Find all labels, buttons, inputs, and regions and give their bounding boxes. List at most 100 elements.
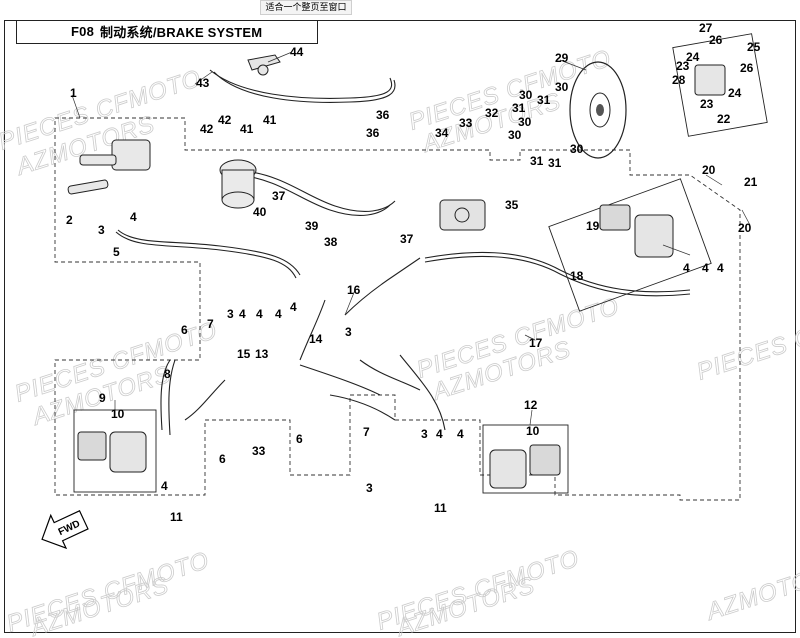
callout-label: 40 bbox=[253, 205, 267, 219]
callout-label: 6 bbox=[296, 432, 303, 446]
callout-label: 42 bbox=[200, 122, 214, 136]
rear-hub-assembly bbox=[672, 33, 768, 137]
watermark-text: PIECES CFMOTO bbox=[694, 295, 800, 386]
callout-label: 4 bbox=[256, 307, 263, 321]
callout-label: 23 bbox=[676, 59, 690, 73]
callout-label: 3 bbox=[98, 223, 105, 237]
callout-label: 7 bbox=[363, 425, 370, 439]
callout-label: 36 bbox=[366, 126, 380, 140]
callout-label: 33 bbox=[459, 116, 473, 130]
callout-label: 11 bbox=[170, 510, 183, 524]
watermark-text: AZMOTORS bbox=[702, 556, 800, 627]
callout-label: 42 bbox=[218, 113, 232, 127]
callout-label: 9 bbox=[99, 391, 106, 405]
callout-label: 11 bbox=[434, 501, 447, 515]
page-title: F08 制动系统/BRAKE SYSTEM bbox=[16, 20, 318, 44]
callout-label: 35 bbox=[505, 198, 519, 212]
callout-label: 36 bbox=[376, 108, 390, 122]
front-master-cylinder bbox=[67, 139, 151, 195]
callout-label: 4 bbox=[239, 307, 246, 321]
callout-label: 1 bbox=[70, 86, 77, 100]
handlebar-cable bbox=[213, 71, 396, 103]
callout-label: 26 bbox=[709, 33, 723, 47]
brake-pipe bbox=[184, 379, 226, 421]
callout-label: 24 bbox=[686, 50, 700, 64]
callout-label: 31 bbox=[537, 93, 551, 107]
front-right-caliper bbox=[482, 424, 569, 494]
callout-label: 8 bbox=[164, 367, 171, 381]
callout-label: 31 bbox=[548, 156, 562, 170]
callout-label: 6 bbox=[181, 323, 188, 337]
callout-label: 30 bbox=[508, 128, 522, 142]
callout-label: 4 bbox=[457, 427, 464, 441]
callout-label: 4 bbox=[275, 307, 282, 321]
callout-label: 31 bbox=[512, 101, 526, 115]
callout-label: 21 bbox=[744, 175, 758, 189]
rear-brake-hose bbox=[424, 255, 691, 297]
callout-label: 23 bbox=[700, 97, 714, 111]
callout-label: 17 bbox=[529, 336, 543, 350]
callout-label: 4 bbox=[683, 261, 690, 275]
rear-caliper-assembly bbox=[548, 178, 712, 312]
callout-label: 20 bbox=[702, 163, 716, 177]
callout-label: 10 bbox=[111, 407, 125, 421]
rear-brake-disc bbox=[569, 61, 627, 159]
callout-label: 37 bbox=[272, 189, 286, 203]
callout-label: 43 bbox=[196, 76, 210, 90]
callout-label: 4 bbox=[161, 479, 168, 493]
callout-label: 30 bbox=[519, 88, 533, 102]
rear-brake-hose bbox=[424, 251, 691, 293]
section-code: F08 bbox=[71, 24, 95, 39]
brake-lever bbox=[247, 54, 281, 76]
callout-label: 29 bbox=[555, 51, 569, 65]
callout-label: 28 bbox=[672, 73, 686, 87]
callout-label: 16 bbox=[347, 283, 361, 297]
brake-pipe bbox=[399, 354, 446, 431]
fit-page-to-window-button[interactable]: 适合一个整页至窗口 bbox=[260, 0, 352, 15]
callout-label: 4 bbox=[290, 300, 297, 314]
diagram-frame bbox=[4, 20, 796, 633]
callout-label: 4 bbox=[702, 261, 709, 275]
callout-label: 38 bbox=[324, 235, 338, 249]
brake-pipe bbox=[299, 299, 326, 361]
callout-label: 3 bbox=[227, 307, 234, 321]
callout-label: 4 bbox=[130, 210, 137, 224]
leader-lines bbox=[71, 51, 751, 426]
callout-label: 44 bbox=[290, 45, 304, 59]
brake-fluid-reservoir bbox=[219, 159, 257, 209]
front-left-caliper bbox=[73, 409, 157, 493]
front-brake-hose bbox=[115, 231, 297, 279]
front-brake-hose bbox=[117, 229, 301, 276]
callout-label: 18 bbox=[570, 269, 584, 283]
handlebar-cable bbox=[209, 69, 393, 99]
callout-label: 3 bbox=[366, 481, 373, 495]
callout-label: 30 bbox=[518, 115, 532, 129]
callout-label: 41 bbox=[240, 122, 254, 136]
brake-pipe bbox=[160, 359, 171, 431]
brake-pipe bbox=[244, 170, 396, 212]
callout-label: 31 bbox=[530, 154, 544, 168]
section-title: 制动系统/BRAKE SYSTEM bbox=[100, 25, 263, 40]
brake-pipe bbox=[168, 359, 176, 436]
callout-label: 32 bbox=[485, 106, 499, 120]
callout-label: 39 bbox=[305, 219, 319, 233]
callout-label: 22 bbox=[717, 112, 731, 126]
callout-label: 19 bbox=[586, 219, 600, 233]
callout-label: 25 bbox=[747, 40, 761, 54]
rear-master-cylinder bbox=[439, 199, 486, 231]
callout-label: 15 bbox=[237, 347, 251, 361]
callout-label: 12 bbox=[524, 398, 538, 412]
callout-label: 20 bbox=[738, 221, 752, 235]
brake-pipe bbox=[344, 257, 421, 316]
callout-label: 30 bbox=[570, 142, 584, 156]
callout-label: 33 bbox=[252, 444, 266, 458]
callout-label: 3 bbox=[421, 427, 428, 441]
callout-label: 7 bbox=[207, 317, 214, 331]
fwd-arrow: FWD bbox=[41, 509, 89, 550]
part-callouts: 44 43 1 2 3 5 4 42 41 42 41 40 37 39 38 … bbox=[66, 21, 761, 524]
brake-pipe bbox=[359, 359, 421, 391]
callout-label: 27 bbox=[699, 21, 713, 35]
callout-label: 41 bbox=[263, 113, 277, 127]
brake-pipe bbox=[299, 364, 381, 396]
